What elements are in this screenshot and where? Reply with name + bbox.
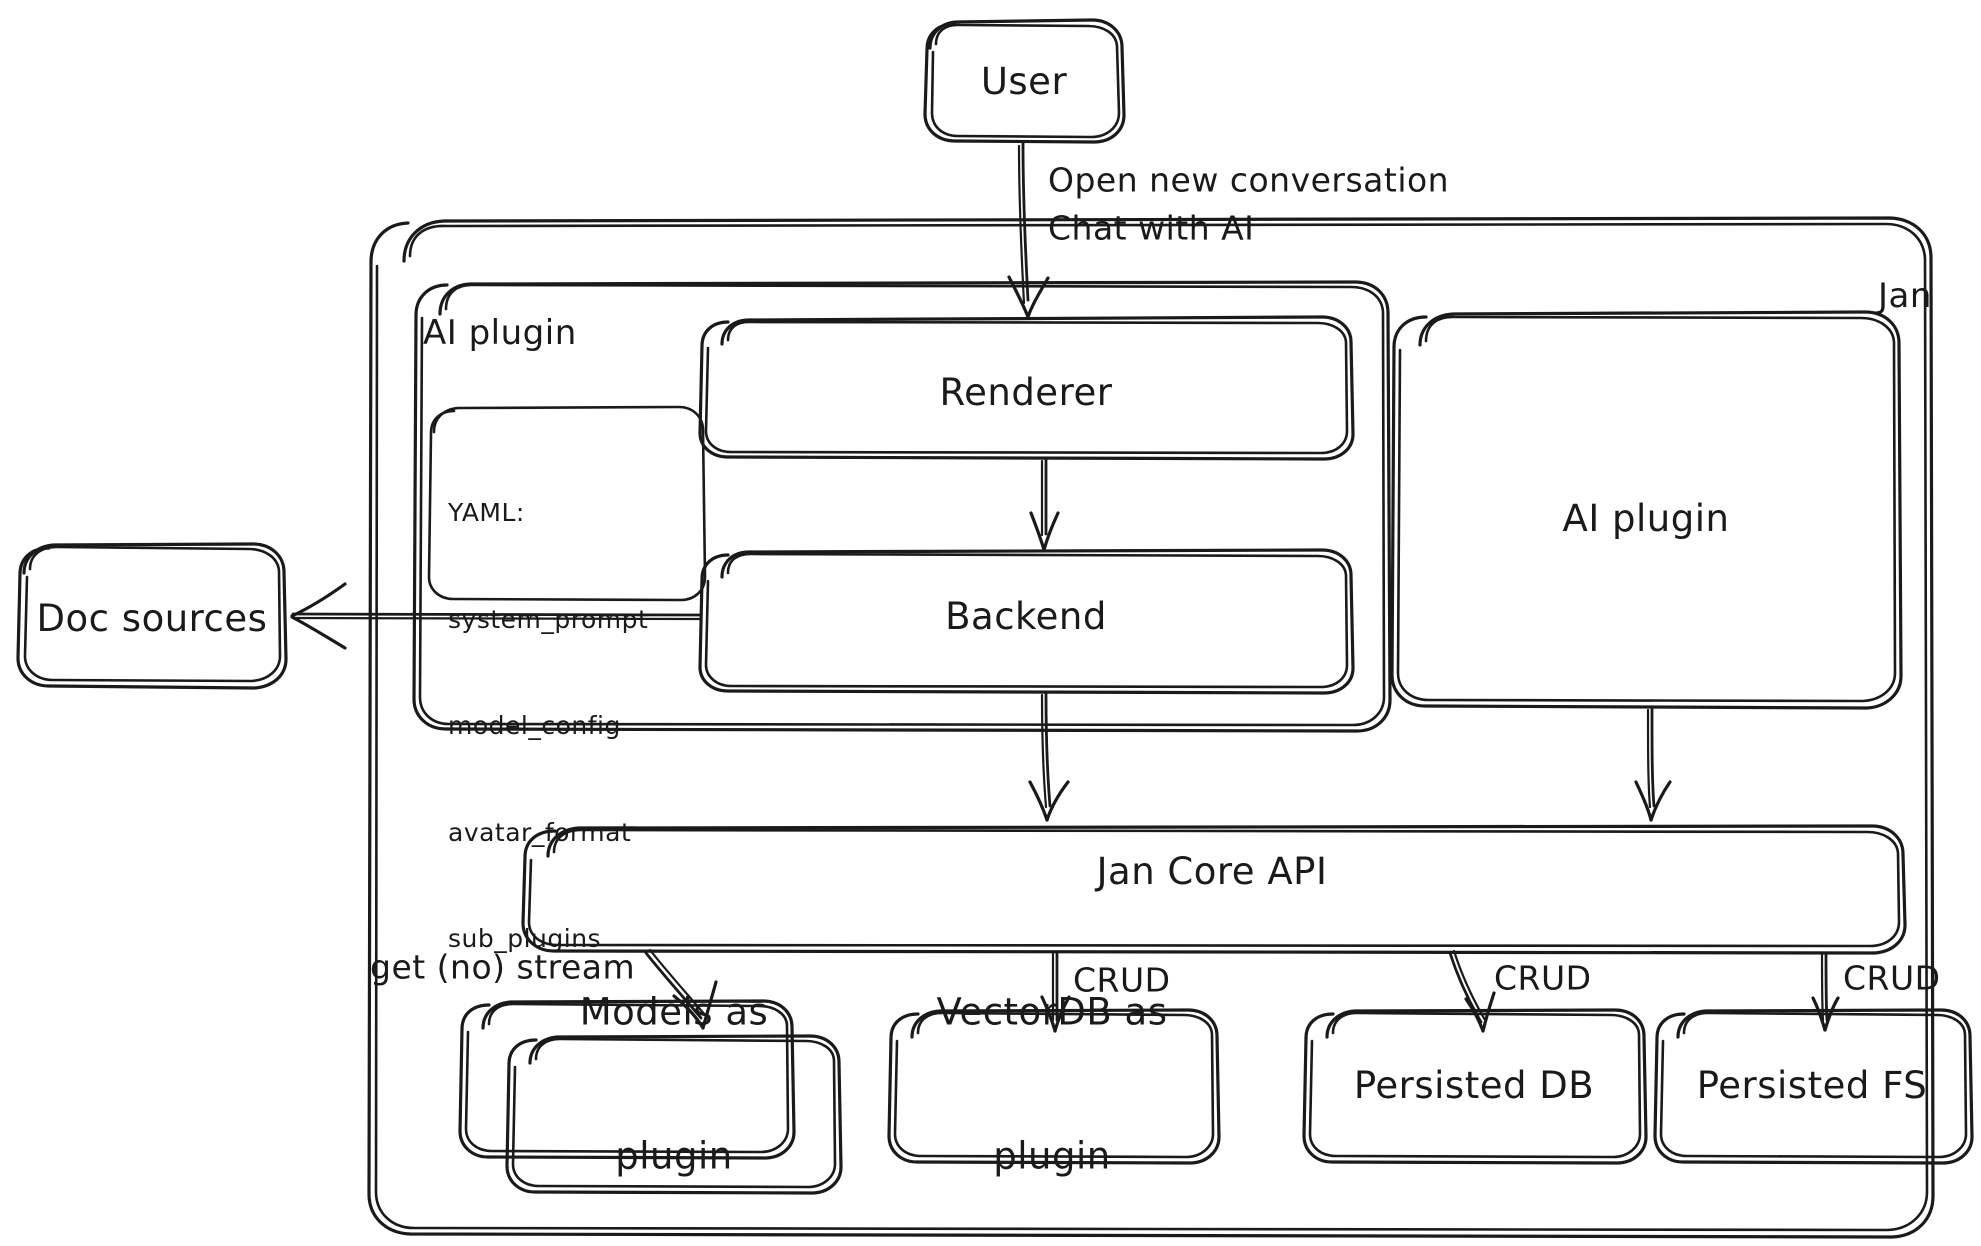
group-label-ai-plugin: AI plugin: [423, 312, 577, 353]
yaml-card-outline: [427, 405, 707, 602]
edge-core-api-to-persisted-fs: [1811, 951, 1840, 1032]
user-box-outline: [923, 18, 1126, 144]
vectordb-plugin-box-outline: [887, 1008, 1221, 1165]
jan-container-outline: [367, 216, 1935, 1239]
yaml-key-sub-plugins: sub_plugins: [448, 924, 602, 953]
yaml-key-model-config: model_config: [448, 711, 621, 740]
yaml-card-title: YAML:: [448, 498, 525, 527]
models-plugin-front-box-outline: [505, 1034, 843, 1195]
node-backend-label: Backend: [945, 594, 1107, 638]
yaml-key-avatar-format: avatar_format: [448, 817, 632, 847]
edge-label-get-no-stream: get (no) stream: [370, 947, 636, 987]
yaml-card-content: YAML: system_prompt model_config avatar_…: [448, 424, 648, 1028]
ai-plugin-box-outline: [1390, 310, 1903, 710]
edge-ai-plugin-to-core-api: [1634, 707, 1672, 822]
models-plugin-back-box-outline: [458, 999, 796, 1160]
doc-sources-box-outline: [16, 542, 288, 690]
persisted-db-box-outline: [1302, 1008, 1648, 1165]
edge-label-open-new-conversation: Open new conversation: [1048, 160, 1450, 200]
jan-core-api-box-outline: [521, 824, 1907, 955]
node-persisted-db-label: Persisted DB: [1353, 1063, 1595, 1107]
edge-renderer-to-backend: [1029, 458, 1060, 552]
edge-label-crud-vectordb: CRUD: [1073, 960, 1171, 1000]
persisted-fs-box-outline: [1653, 1008, 1974, 1165]
edge-core-api-to-persisted-db: [1448, 949, 1496, 1033]
node-vectordb-plugin-label: VectorDB as plugin: [937, 893, 1168, 1246]
edge-backend-to-doc-sources: [290, 582, 702, 650]
node-vectordb-plugin-line1: VectorDB as: [936, 990, 1168, 1034]
edge-label-crud-persisted-fs: CRUD: [1843, 958, 1941, 998]
node-doc-sources-label: Doc sources: [36, 596, 268, 640]
backend-box-outline: [698, 548, 1355, 695]
edge-core-api-to-models: [644, 948, 718, 1030]
node-persisted-fs-label: Persisted FS: [1696, 1063, 1928, 1107]
edge-user-to-renderer: [1007, 141, 1050, 319]
node-models-plugin-label: Models as plugin: [580, 893, 769, 1246]
node-models-plugin-line2: plugin: [615, 1135, 733, 1179]
renderer-box-outline: [698, 315, 1355, 461]
edge-label-crud-persisted-db: CRUD: [1494, 958, 1592, 998]
edge-backend-to-core-api: [1028, 692, 1070, 822]
node-vectordb-plugin-line2: plugin: [993, 1135, 1111, 1179]
group-label-jan: Jan: [1878, 275, 1932, 316]
edge-label-chat-with-ai: Chat with AI: [1048, 208, 1255, 248]
yaml-key-system-prompt: system_prompt: [448, 604, 649, 634]
node-renderer-label: Renderer: [939, 370, 1113, 414]
node-models-plugin-line1: Models as: [579, 990, 769, 1034]
node-jan-core-api-label: Jan Core API: [1096, 849, 1328, 893]
node-user-label: User: [980, 59, 1068, 103]
ai-plugin-group-outline: [412, 280, 1392, 733]
node-ai-plugin-label: AI plugin: [1562, 496, 1730, 540]
